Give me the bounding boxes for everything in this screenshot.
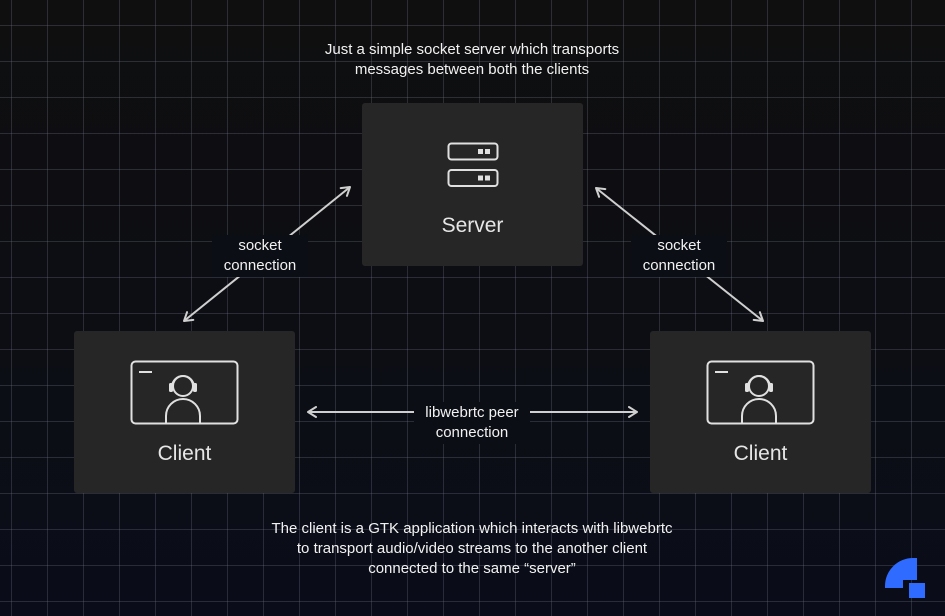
user-headset-window-icon bbox=[706, 360, 815, 425]
user-headset-window-icon bbox=[130, 360, 239, 425]
client-right-node[interactable]: Client bbox=[650, 331, 871, 493]
peer-connection-label: libwebrtc peer connection bbox=[414, 402, 530, 444]
server-icon bbox=[447, 142, 499, 187]
server-label: Server bbox=[441, 214, 504, 237]
server-node[interactable]: Server bbox=[362, 103, 583, 266]
client-left-node[interactable]: Client bbox=[74, 331, 295, 493]
left-socket-label: socket connection bbox=[212, 235, 308, 277]
server-note: Just a simple socket server which transp… bbox=[324, 41, 620, 78]
brand-logo-icon bbox=[885, 558, 925, 598]
right-socket-label: socket connection bbox=[631, 235, 727, 277]
client-left-label: Client bbox=[157, 442, 212, 465]
client-note: The client is a GTK application which in… bbox=[271, 520, 673, 577]
client-right-label: Client bbox=[733, 442, 788, 465]
